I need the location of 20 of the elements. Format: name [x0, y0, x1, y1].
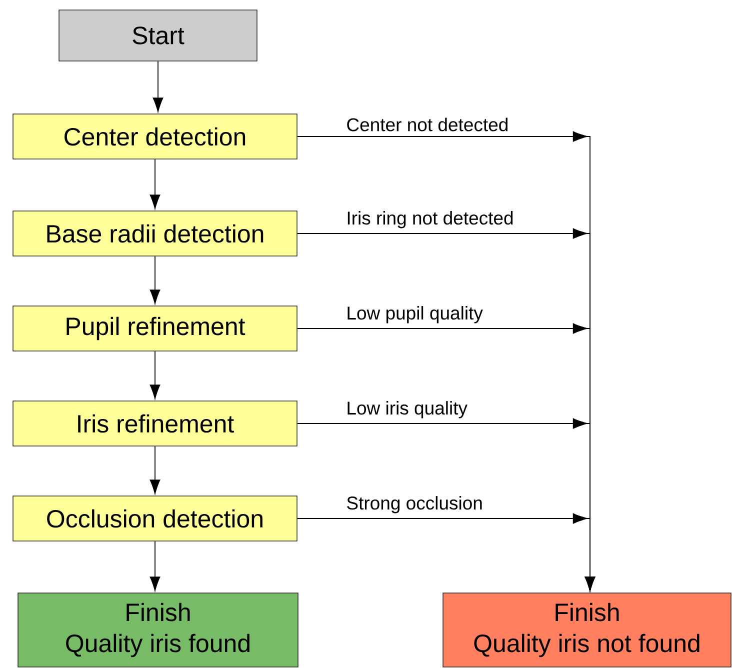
process-box: Base radii detection	[12, 210, 298, 256]
process-box: Pupil refinement	[12, 306, 298, 352]
edge-label: Low iris quality	[348, 401, 468, 418]
arrow	[150, 446, 160, 494]
arrow	[150, 350, 160, 400]
edge-label: Low pupil quality	[348, 306, 483, 324]
process-box: Iris refinement	[12, 400, 298, 446]
finish-box: Finish Quality iris not found	[442, 592, 732, 668]
edge-label: Strong occlusion	[347, 496, 482, 514]
start-box: Start	[58, 10, 258, 62]
arrow	[150, 540, 160, 592]
arrow	[296, 513, 596, 592]
edge-label: Iris ring not detected	[348, 211, 513, 228]
arrow	[152, 60, 164, 112]
arrow	[150, 256, 160, 304]
process-box: Occlusion detection	[12, 496, 298, 542]
edge-label: Center not detected	[347, 118, 508, 132]
finish-box: Finish Quality iris found	[18, 592, 298, 668]
process-box: Center detection	[12, 114, 298, 160]
arrow	[150, 158, 160, 210]
